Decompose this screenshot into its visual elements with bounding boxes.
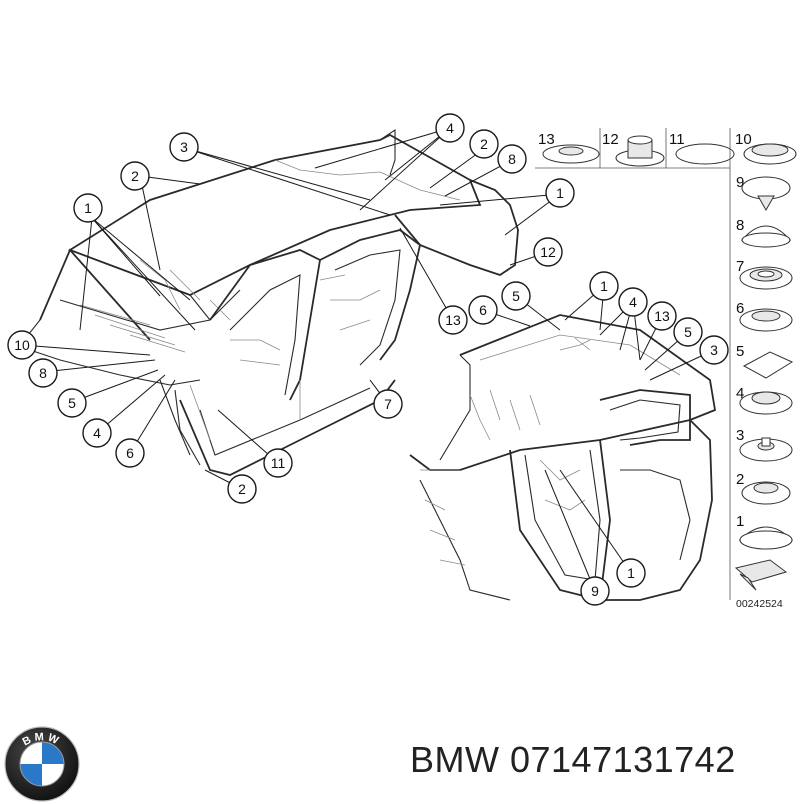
plug-dome-icon <box>740 225 792 248</box>
svg-text:1: 1 <box>556 185 564 201</box>
callout-1-main-a: 1 <box>73 193 103 223</box>
callout-4-main: 4 <box>435 113 465 143</box>
callout-7-main: 7 <box>373 389 403 419</box>
plug-stepped-icon <box>739 391 793 415</box>
svg-text:11: 11 <box>271 455 286 471</box>
callout-8-main-a: 8 <box>497 144 527 174</box>
callout-11-main: 11 <box>263 448 293 478</box>
svg-text:1: 1 <box>600 278 608 294</box>
svg-text:8: 8 <box>508 151 516 167</box>
svg-text:BMW: BMW <box>21 731 63 748</box>
legend-label-4: 4 <box>736 385 744 402</box>
plug-cap-icon <box>743 143 797 165</box>
part-number-title: BMW 07147131742 <box>410 739 736 780</box>
svg-text:12: 12 <box>540 244 556 260</box>
legend-label-11: 11 <box>669 131 685 148</box>
callout-2-main-a: 2 <box>120 161 150 191</box>
grommet-flat-icon <box>542 144 600 164</box>
callout-1-wagon-b: 1 <box>616 558 646 588</box>
legend-label-8: 8 <box>736 217 744 234</box>
legend-label-10: 10 <box>735 131 752 148</box>
svg-text:4: 4 <box>93 425 101 441</box>
grommet-thin-icon <box>675 143 735 165</box>
callout-3-main: 3 <box>169 132 199 162</box>
callout-4-wagon: 4 <box>618 287 648 317</box>
legend-label-6: 6 <box>736 300 744 317</box>
callout-5-wagon-a: 5 <box>501 281 531 311</box>
svg-text:2: 2 <box>131 168 139 184</box>
svg-text:8: 8 <box>39 365 47 381</box>
svg-text:1: 1 <box>627 565 635 581</box>
callout-1-wagon-a: 1 <box>589 271 619 301</box>
plug-round-icon <box>741 481 791 505</box>
adhesive-patch-icon <box>742 351 794 379</box>
parts-legend: 13 12 11 10 9 8 7 6 <box>535 128 797 610</box>
svg-text:3: 3 <box>710 342 718 358</box>
plug-tapered-icon <box>741 176 791 212</box>
svg-text:5: 5 <box>68 395 76 411</box>
callout-6-main: 6 <box>115 438 145 468</box>
callout-2-main-b: 2 <box>469 129 499 159</box>
svg-text:10: 10 <box>14 337 30 353</box>
callout-13-main: 13 <box>438 305 468 335</box>
svg-text:1: 1 <box>84 200 92 216</box>
svg-text:9: 9 <box>591 583 599 599</box>
callout-1-main-b: 1 <box>545 178 575 208</box>
callout-8-main-b: 8 <box>28 358 58 388</box>
legend-label-9: 9 <box>736 174 744 191</box>
legend-label-13: 13 <box>538 131 555 148</box>
svg-text:13: 13 <box>445 312 461 328</box>
svg-text:5: 5 <box>684 324 692 340</box>
svg-text:6: 6 <box>126 445 134 461</box>
callout-2-main-c: 2 <box>227 474 257 504</box>
grommet-sleeve-icon <box>615 135 665 167</box>
callout-13-wagon: 13 <box>647 301 677 331</box>
legend-label-2: 2 <box>736 471 744 488</box>
svg-text:4: 4 <box>629 294 637 310</box>
callout-5-wagon-b: 5 <box>673 317 703 347</box>
bmw-logo-icon: BMW <box>4 726 80 802</box>
callout-10-main: 10 <box>7 330 37 360</box>
legend-label-7: 7 <box>736 258 744 275</box>
svg-text:2: 2 <box>480 136 488 152</box>
plug-center-icon <box>739 437 793 462</box>
callout-3-wagon: 3 <box>699 335 729 365</box>
svg-text:7: 7 <box>384 396 392 412</box>
svg-text:6: 6 <box>479 302 487 318</box>
plug-flange-icon <box>739 308 793 332</box>
svg-text:5: 5 <box>512 288 520 304</box>
svg-text:4: 4 <box>446 120 454 136</box>
legend-label-3: 3 <box>736 427 744 444</box>
plug-ribbed-icon <box>739 266 793 290</box>
leader-lines <box>21 127 715 592</box>
plug-large-icon <box>738 526 794 550</box>
svg-text:3: 3 <box>180 139 188 155</box>
callout-12-main: 12 <box>533 237 563 267</box>
callout-6-wagon: 6 <box>468 295 498 325</box>
wagon-body-drawing <box>409 314 717 602</box>
legend-label-5: 5 <box>736 343 744 360</box>
legend-label-12: 12 <box>602 131 619 148</box>
callout-5-main: 5 <box>57 388 87 418</box>
diagram-id-code: 00242524 <box>736 598 783 610</box>
svg-text:13: 13 <box>654 308 670 324</box>
svg-text:2: 2 <box>238 481 246 497</box>
arrow-icon <box>734 559 788 591</box>
callout-9-wagon: 9 <box>580 576 610 606</box>
legend-label-1: 1 <box>736 513 744 530</box>
callout-4-main-b: 4 <box>82 418 112 448</box>
